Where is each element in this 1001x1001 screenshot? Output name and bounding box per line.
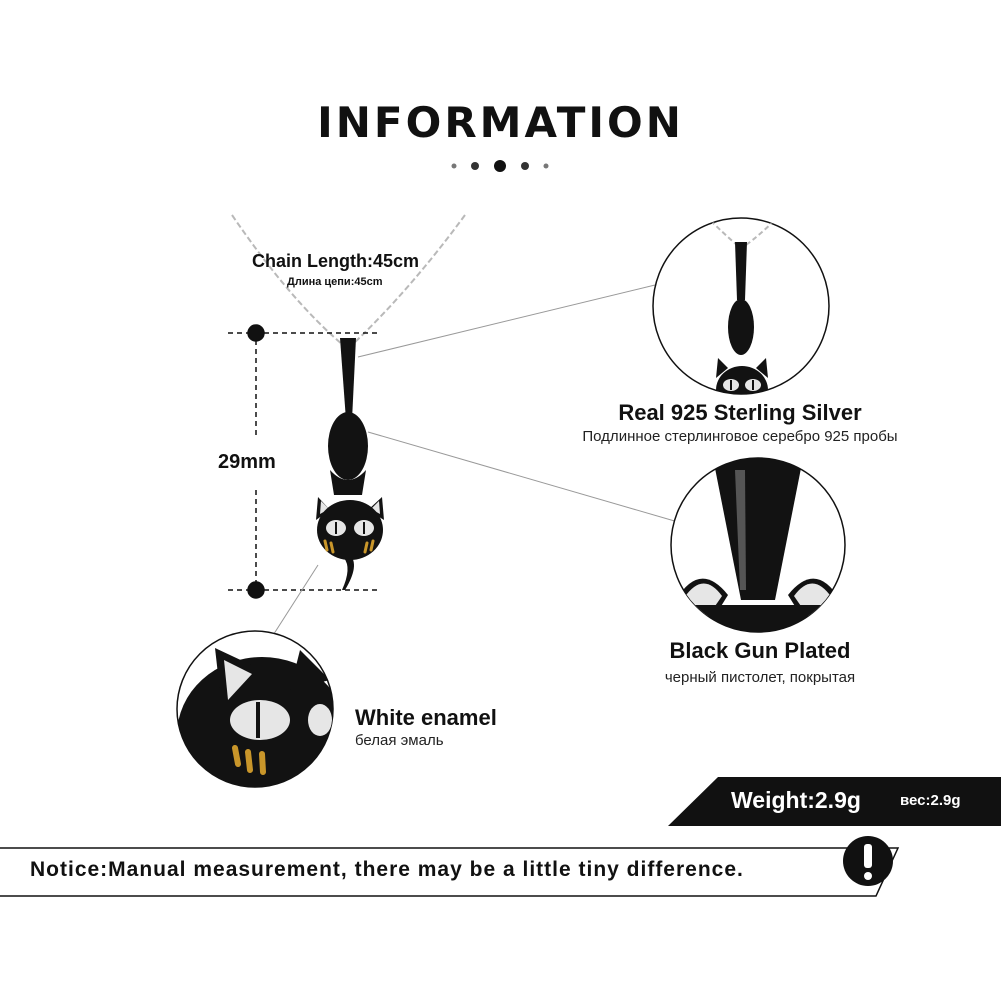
title-divider-dots [451, 160, 549, 172]
plating-feature-title: Black Gun Plated [669, 638, 851, 663]
cat-pendant [316, 338, 384, 590]
weight-label-ru: вес:2.9g [900, 792, 961, 809]
plating-feature-subtitle: черный пистолет, покрытая [664, 669, 856, 686]
notice-text: Notice:Manual measurement, there may be … [30, 858, 744, 881]
leader-lines [269, 284, 679, 641]
enamel-feature-subtitle: белая эмаль [355, 732, 444, 749]
pendant-height-label: 29mm [218, 451, 276, 473]
zoom-circle-silver [652, 217, 830, 395]
zoom-circle-plating [670, 457, 846, 633]
weight-band [668, 777, 1001, 826]
weight-label: Weight:2.9g [731, 787, 861, 813]
chain-length-label-ru: Длина цепи:45cm [287, 276, 383, 288]
exclamation-icon [843, 836, 893, 886]
enamel-feature-title: White enamel [355, 705, 497, 730]
silver-feature-subtitle: Подлинное стерлинговое серебро 925 пробы [582, 428, 898, 445]
dimension-marker [228, 324, 378, 599]
page-title: INFORMATION [317, 98, 684, 147]
chain-length-label: Chain Length:45cm [252, 251, 420, 271]
silver-feature-title: Real 925 Sterling Silver [618, 400, 862, 425]
zoom-circle-enamel [176, 630, 334, 788]
